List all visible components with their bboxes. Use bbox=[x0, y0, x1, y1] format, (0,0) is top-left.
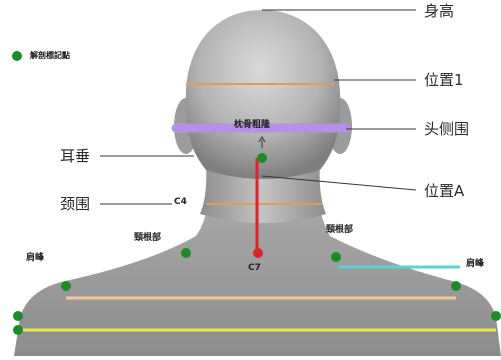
landmark-shoulder-right bbox=[451, 281, 461, 291]
landmark-side-left bbox=[13, 311, 23, 321]
landmark-bottom-left bbox=[13, 325, 23, 335]
label-position-a: 位置A bbox=[424, 184, 464, 199]
landmark-neck-root-left bbox=[181, 248, 191, 258]
landmark-shoulder-left bbox=[61, 281, 71, 291]
label-c4: C4 bbox=[174, 198, 187, 207]
legend-dot bbox=[12, 51, 22, 61]
label-neck-root-right: 頸根部 bbox=[326, 226, 353, 235]
landmark-side-right bbox=[491, 311, 501, 321]
label-neck-circumference: 颈围 bbox=[60, 197, 90, 212]
label-shoulder-left: 肩峰 bbox=[26, 254, 44, 263]
landmark-upper-neck bbox=[257, 153, 267, 163]
label-neck-root-left: 頸根部 bbox=[134, 234, 161, 243]
label-head-lateral-circumference: 头侧围 bbox=[424, 122, 469, 137]
landmark-c7 bbox=[253, 248, 263, 258]
label-shoulder-right: 肩峰 bbox=[466, 260, 484, 269]
legend-label: 解剖標記點 bbox=[30, 52, 70, 60]
label-position1: 位置1 bbox=[424, 73, 464, 88]
label-height: 身高 bbox=[424, 4, 454, 19]
landmark-neck-root-right bbox=[331, 252, 341, 262]
label-earlobe: 耳垂 bbox=[60, 149, 90, 164]
label-c7: C7 bbox=[248, 264, 261, 273]
label-occipital: 枕骨粗隆 bbox=[234, 121, 270, 130]
